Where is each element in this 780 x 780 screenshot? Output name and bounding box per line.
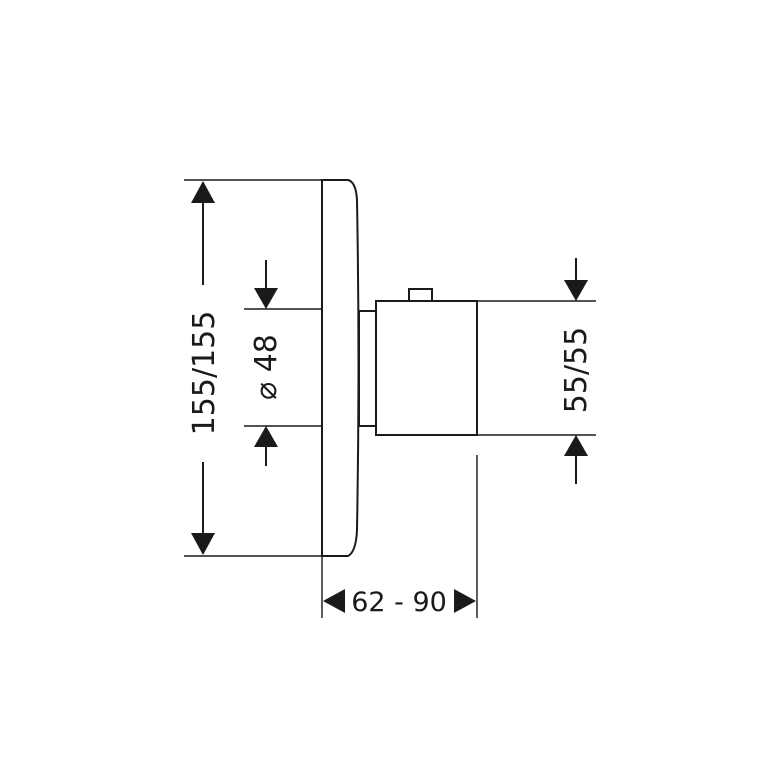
wall-plate-profile	[321, 179, 360, 557]
handle-knob	[408, 288, 433, 302]
depth-arrow-left	[323, 589, 345, 613]
body-height-label: 55/55	[559, 327, 594, 413]
height-total-label: 155/155	[187, 311, 222, 436]
diameter-arrow-bottom	[254, 426, 278, 447]
depth-arrow-right	[454, 589, 476, 613]
handle-body	[375, 300, 478, 436]
diameter-arrow-top	[254, 288, 278, 309]
depth-range-label: 62 - 90	[351, 587, 447, 618]
height-arrow-top	[191, 181, 215, 203]
inner-diameter-label: ⌀ 48	[249, 334, 284, 400]
height-arrow-bottom	[191, 533, 215, 555]
valve-body-stem	[358, 310, 377, 427]
body-arrow-bottom	[564, 435, 588, 456]
body-arrow-top	[564, 280, 588, 301]
